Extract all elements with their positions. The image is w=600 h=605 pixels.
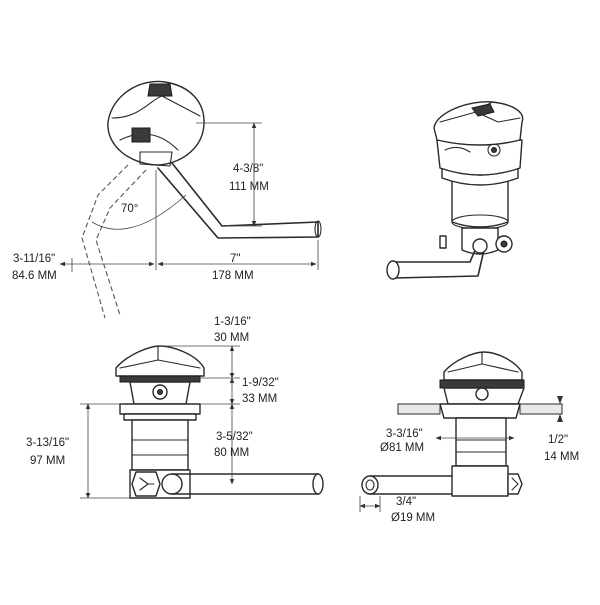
dim-offset-in: 3-11/16" [13,253,55,265]
deck-left [397,403,441,415]
deck-right [519,403,563,415]
top-view-cap [107,80,205,166]
dim-thick-mm: 14 MM [544,451,579,463]
isometric-view [386,101,524,280]
dim-height-mm: 111 MM [229,181,269,193]
dim-cap-mm: 30 MM [214,332,249,344]
dim-dia-in: 3-3/16" [386,428,423,440]
dim-handle-in: 3/4" [396,496,416,508]
dim-offset-mm: 84.6 MM [12,270,57,282]
dim-body-in: 3-5/32" [216,431,253,443]
dim-total-in: 3-13/16" [26,437,69,449]
angle-arc [91,194,187,230]
installed-view: 3-3/16" Ø81 MM 1/2" 14 MM 3/4" Ø19 MM [359,351,579,524]
dim-length-mm: 178 MM [212,270,254,282]
dim-mid-mm: 33 MM [242,393,277,405]
dim-body-mm: 80 MM [214,447,249,459]
dim-total-mm: 97 MM [30,455,65,467]
dim-cap-in: 1-3/16" [214,316,251,328]
dim-mid-in: 1-9/32" [242,377,279,389]
handle-alternate-position [81,164,147,319]
dim-dia-mm: Ø81 MM [380,442,424,454]
isometric-cap [433,101,524,146]
dim-handle-mm: Ø19 MM [391,512,435,524]
front-elevation-view: 1-3/16" 30 MM 1-9/32" 33 MM 3-13/16" 97 … [26,316,324,499]
front-cap [115,345,205,377]
dim-angle: 70° [121,203,138,215]
dim-height-in: 4-3/8" [233,163,263,175]
top-view: 4-3/8" 111 MM 70° 3-11/16" 84.6 MM 7" 17… [12,80,322,319]
handle-arm [157,157,319,239]
dim-thick-in: 1/2" [548,434,568,446]
dim-length-in: 7" [230,253,240,265]
